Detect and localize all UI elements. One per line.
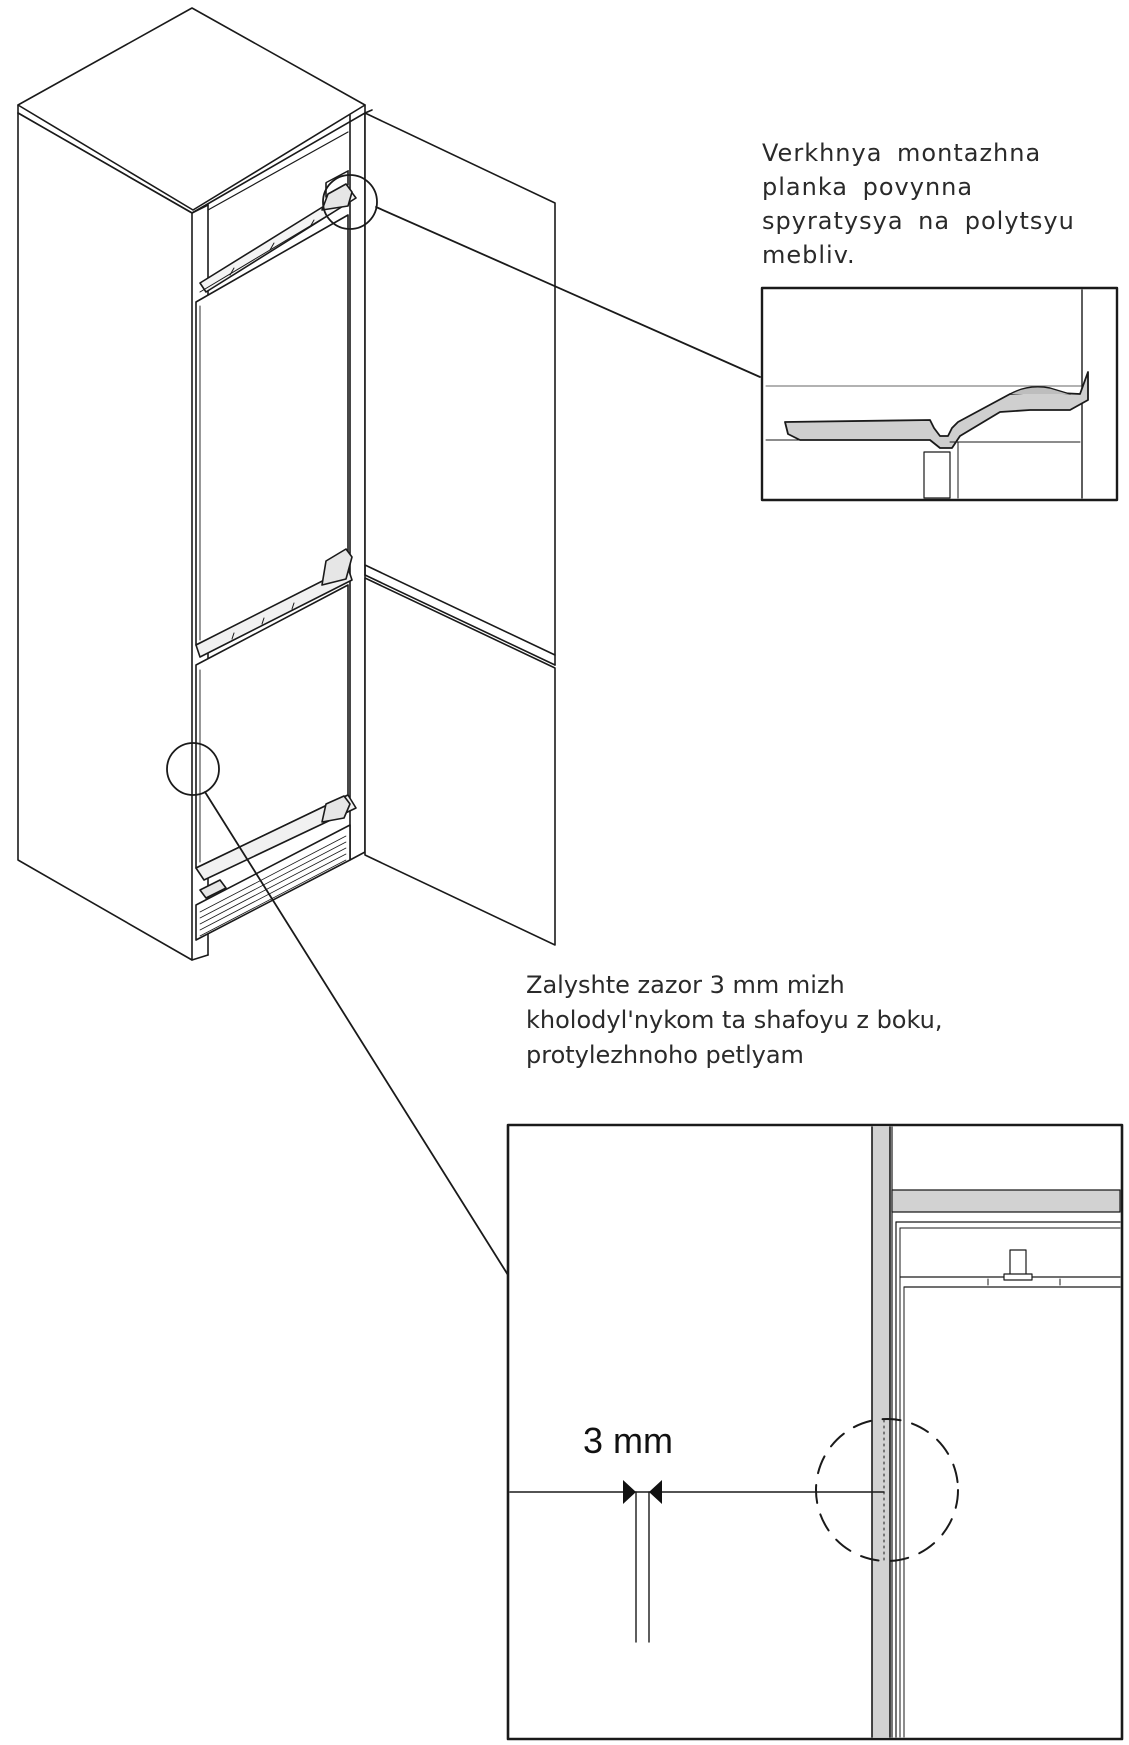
bottom-callout-line: protylezhnoho petlyam xyxy=(526,1041,804,1070)
furniture-doors xyxy=(364,112,556,946)
strip-profile xyxy=(784,371,1089,449)
middle-divider xyxy=(195,567,353,658)
dimension-arrow-right xyxy=(649,1480,662,1504)
gap-detail-circle xyxy=(815,1418,959,1562)
bottom-detail-box xyxy=(506,1123,1124,1741)
bottom-leader-line xyxy=(204,791,509,1276)
top-detail-box xyxy=(760,286,1119,502)
top-callout-line: spyratysya na polytsyu xyxy=(762,207,1075,236)
bottom-callout-line: kholodyl'nykom ta shafoyu z boku, xyxy=(526,1006,943,1035)
bottom-strip xyxy=(195,794,357,881)
top-callout-line: Verkhnya montazhna xyxy=(762,139,1042,167)
top-detail-circle xyxy=(322,174,378,230)
dimension-arrow-left xyxy=(623,1480,636,1504)
furniture-lower-door xyxy=(364,577,556,946)
top-leader-line xyxy=(375,206,761,378)
gap-dimension-label: 3 mm xyxy=(583,1420,673,1461)
bottom-callout-line: Zalyshte zazor 3 mm mizh xyxy=(526,971,845,999)
bottom-callout-text: Zalyshte zazor 3 mm mizh kholodyl'nykom … xyxy=(526,968,1066,1073)
top-callout-text: Verkhnya montazhna planka povynna spyrat… xyxy=(762,136,1075,272)
top-callout-line: planka povynna xyxy=(762,173,974,202)
fridge xyxy=(195,170,357,941)
furniture-upper-door xyxy=(364,112,556,656)
top-callout-line: mebliv. xyxy=(762,241,856,270)
cabinet-left-side xyxy=(17,112,193,961)
top-mounting-strip xyxy=(199,189,357,293)
bottom-detail-circle xyxy=(166,742,220,796)
